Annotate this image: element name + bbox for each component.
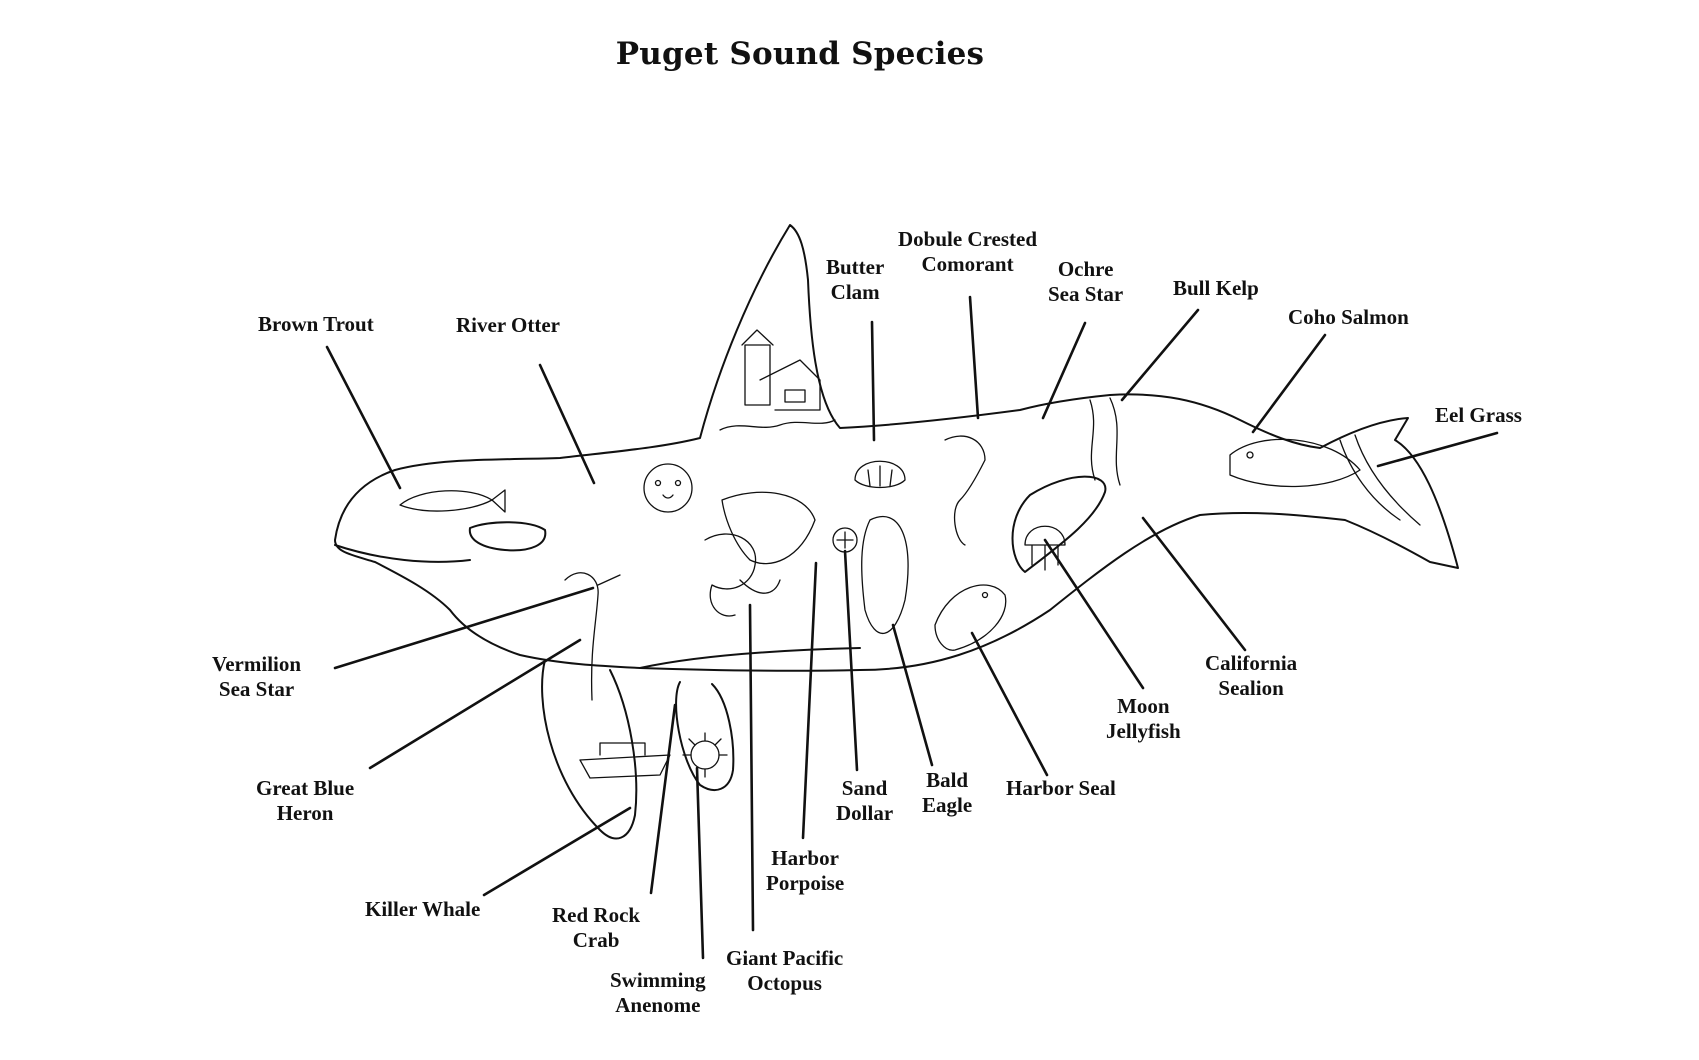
saddle-patch (1011, 475, 1107, 573)
interior-sketches (399, 329, 1421, 779)
label-river-otter: River Otter (456, 313, 560, 338)
orca-outline (334, 224, 1459, 672)
label-line: Sand (841, 776, 888, 800)
label-brown-trout: Brown Trout (258, 312, 374, 337)
leader-lines (325, 295, 1499, 960)
leader-cormorant (968, 295, 980, 420)
leader-bald-eagle (891, 623, 934, 767)
label-line: Sea Star (1048, 282, 1124, 306)
leader-great-blue-heron (368, 638, 582, 770)
leader-giant-pacific-octopus (748, 603, 755, 932)
leader-killer-whale (482, 806, 632, 897)
label-harbor-porpoise: Harbor Porpoise (766, 846, 844, 896)
label-line: Sea Star (218, 677, 295, 701)
leader-california-sealion (1141, 516, 1247, 652)
leader-vermilion-sea-star (333, 586, 595, 670)
leader-moon-jellyfish (1043, 538, 1145, 690)
label-line: Clam (830, 280, 880, 304)
leader-sand-dollar (843, 549, 859, 772)
page-title: Puget Sound Species (615, 36, 985, 72)
leader-harbor-seal (970, 631, 1049, 777)
leader-brown-trout (325, 345, 402, 490)
label-line: Eagle (922, 793, 973, 817)
label-cormorant: Dobule Crested Comorant (898, 227, 1037, 277)
leader-harbor-porpoise (801, 561, 818, 840)
leader-butter-clam (870, 320, 876, 442)
label-butter-clam: Butter Clam (826, 255, 884, 305)
label-line: Giant Pacific (726, 946, 844, 970)
label-swimming-anenome: Swimming Anenome (610, 968, 706, 1018)
label-line: Great Blue (256, 776, 355, 800)
label-line: Comorant (921, 252, 1014, 276)
label-line: Octopus (747, 971, 822, 995)
leader-bull-kelp (1120, 308, 1200, 402)
label-line: Red Rock (552, 903, 641, 927)
pelvic-flipper (675, 681, 735, 791)
label-vermilion-sea-star: Vermilion Sea Star (212, 652, 301, 702)
belly-line (639, 647, 861, 669)
leader-coho-salmon (1251, 333, 1327, 434)
label-line: Vermilion (212, 652, 302, 676)
label-bull-kelp: Bull Kelp (1173, 276, 1259, 301)
label-line: Crab (572, 928, 620, 952)
label-bald-eagle: Bald Eagle (922, 768, 972, 818)
label-sand-dollar: Sand Dollar (836, 776, 893, 826)
label-line: Sealion (1218, 676, 1284, 700)
label-line: Harbor Seal (1006, 776, 1116, 800)
label-coho-salmon: Coho Salmon (1288, 305, 1409, 330)
label-harbor-seal: Harbor Seal (1006, 776, 1116, 801)
label-great-blue-heron: Great Blue Heron (256, 776, 354, 826)
leader-river-otter (538, 363, 596, 485)
label-ochre-sea-star: Ochre Sea Star (1048, 257, 1123, 307)
leader-ochre-sea-star (1041, 321, 1087, 420)
label-line: Eel Grass (1435, 403, 1522, 427)
label-giant-pacific-octopus: Giant Pacific Octopus (726, 946, 843, 996)
label-line: Porpoise (766, 871, 845, 895)
label-line: Bull Kelp (1173, 276, 1259, 300)
label-line: Brown Trout (258, 312, 374, 336)
label-line: Swimming (610, 968, 706, 992)
label-line: Heron (276, 801, 334, 825)
label-red-rock-crab: Red Rock Crab (552, 903, 640, 953)
leader-eel-grass (1376, 431, 1499, 468)
label-line: Harbor (771, 846, 839, 870)
label-line: Ochre (1057, 257, 1114, 281)
label-line: Moon (1117, 694, 1170, 718)
label-line: Bald (926, 768, 969, 792)
label-moon-jellyfish: Moon Jellyfish (1106, 694, 1181, 744)
label-eel-grass: Eel Grass (1435, 403, 1522, 428)
label-line: California (1205, 651, 1298, 675)
label-line: Butter (826, 255, 885, 279)
mouth-line (334, 544, 471, 563)
label-line: Anenome (615, 993, 701, 1017)
leader-swimming-anenome (695, 766, 705, 960)
pectoral-fin (541, 659, 638, 840)
label-california-sealion: California Sealion (1205, 651, 1297, 701)
label-line: Coho Salmon (1288, 305, 1409, 329)
label-line: Dobule Crested (898, 227, 1038, 251)
label-line: Dollar (836, 801, 894, 825)
eye-patch (468, 521, 547, 552)
leader-red-rock-crab (649, 703, 677, 895)
label-line: River Otter (456, 313, 560, 337)
label-killer-whale: Killer Whale (365, 897, 480, 922)
label-line: Killer Whale (365, 897, 481, 921)
label-line: Jellyfish (1106, 719, 1181, 743)
